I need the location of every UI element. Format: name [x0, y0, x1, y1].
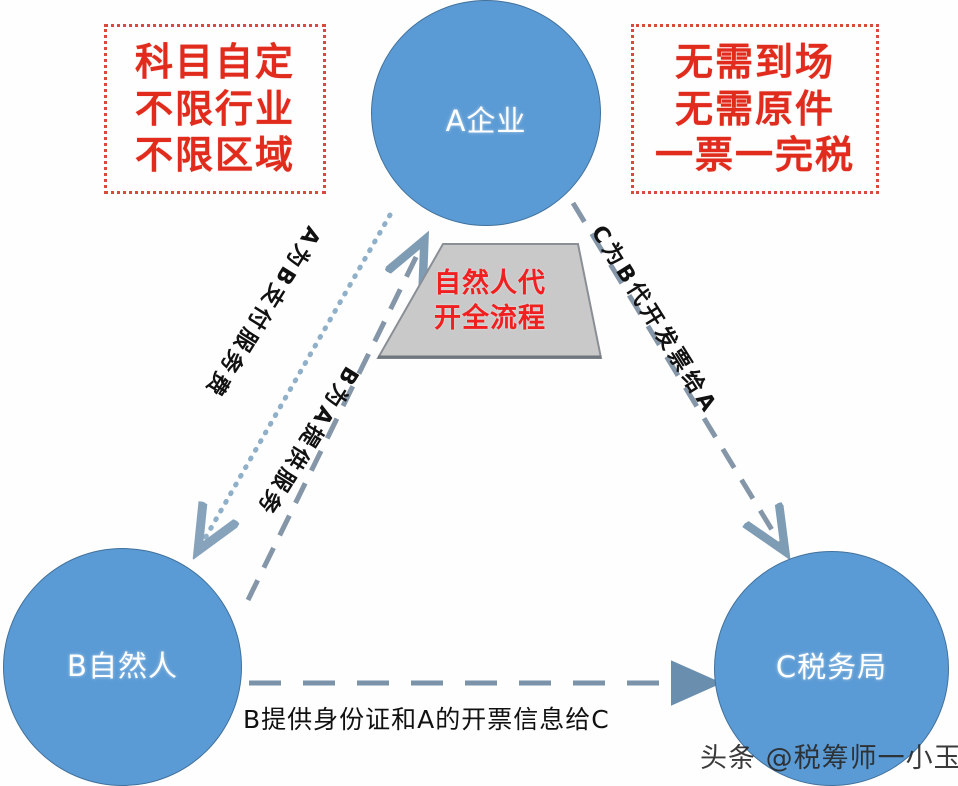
edge-label-b-serves-a: B为A提供服务 — [250, 361, 363, 521]
node-c-tax-bureau[interactable]: C税务局 — [714, 551, 949, 786]
edge-label-a-pays-b: A为B支付服务费 — [198, 221, 325, 403]
callout-right: 无需到场 无需原件 一票一完税 — [631, 24, 879, 194]
node-a-enterprise[interactable]: A企业 — [371, 0, 601, 226]
center-trapezoid-line-1: 自然人代 — [434, 267, 546, 299]
center-trapezoid-line-2: 开全流程 — [434, 302, 546, 334]
edge-label-b-to-c: B提供身份证和A的开票信息给C — [243, 705, 610, 734]
node-a-label: A企业 — [445, 104, 527, 138]
callout-left-line-2: 不限行业 — [134, 86, 295, 131]
node-b-label: B自然人 — [67, 649, 178, 683]
watermark: 头条 @税筹师一小玉 — [700, 743, 958, 774]
callout-left-line-1: 科目自定 — [134, 40, 295, 85]
center-trapezoid: 自然人代 开全流程 — [378, 243, 602, 360]
callout-left: 科目自定 不限行业 不限区域 — [104, 24, 326, 194]
callout-left-line-3: 不限区域 — [134, 133, 295, 178]
callout-right-line-2: 无需原件 — [674, 86, 835, 131]
node-b-individual[interactable]: B自然人 — [3, 548, 242, 786]
edge-label-c-invoices-a: C为B代开发票给A — [585, 221, 723, 420]
callout-right-line-3: 一票一完税 — [654, 133, 855, 178]
callout-right-line-1: 无需到场 — [674, 40, 835, 85]
node-c-label: C税务局 — [775, 649, 888, 684]
